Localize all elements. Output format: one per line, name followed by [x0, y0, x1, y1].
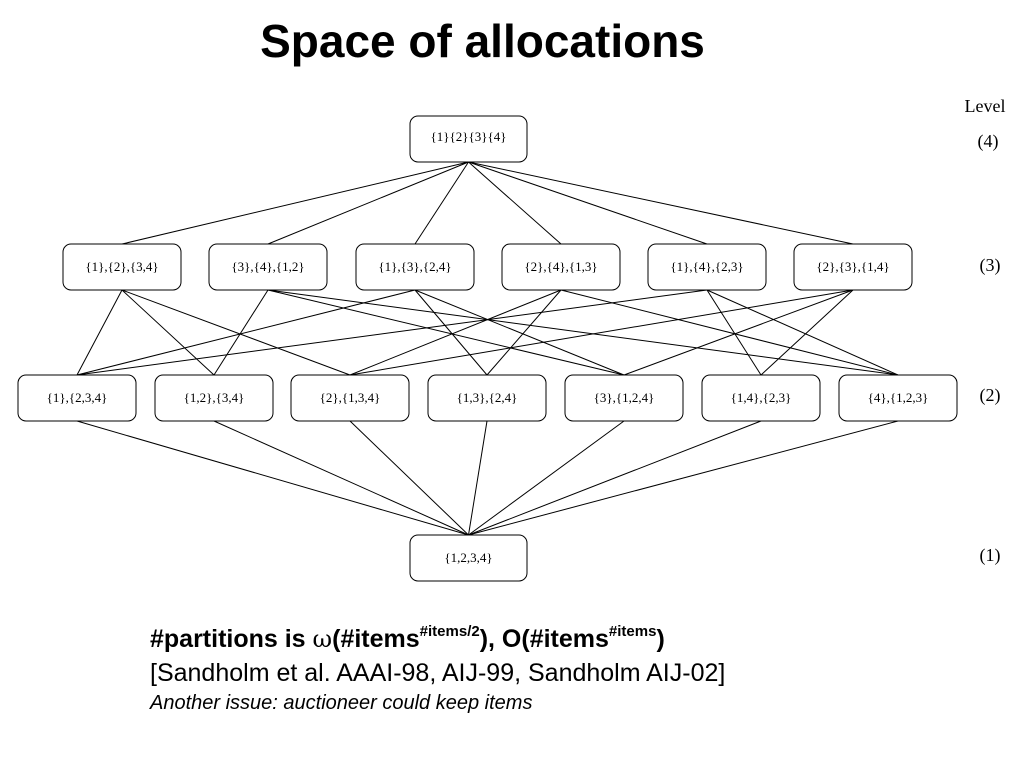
lattice-nodes: {1}{2}{3}{4} {1},{2},{3,4} {3},{4},{1,2} {1…: [17, 115, 958, 582]
partition-node-box: [647, 243, 767, 291]
lattice-edges: [76, 161, 899, 536]
partition-node: {3},{1,2,4}: [564, 374, 684, 422]
lattice-edge: [623, 289, 854, 376]
partition-node-box: [290, 374, 410, 422]
level-label-3: (3): [980, 255, 1001, 276]
caption-part-d: ): [656, 625, 665, 653]
lattice-edge: [349, 289, 854, 376]
lattice-edge: [486, 289, 562, 376]
partition-node-box: [427, 374, 547, 422]
caption-part-c: ), O(#items: [479, 625, 609, 653]
lattice-edge: [121, 161, 469, 245]
partition-node-box: [17, 374, 137, 422]
lattice-edge: [468, 161, 708, 245]
partition-node-box: [409, 115, 528, 163]
lattice-edge: [76, 420, 469, 536]
partition-node-label: {1},{2,3,4}: [47, 390, 108, 405]
lattice-edge: [468, 161, 854, 245]
partition-node-label: {4},{1,2,3}: [868, 390, 929, 405]
lattice-edge: [468, 161, 562, 245]
partition-node: {1,3},{2,4}: [427, 374, 547, 422]
lattice-edge: [121, 289, 215, 376]
lattice-edge: [414, 289, 488, 376]
caption-citation: [Sandholm et al. AAAI-98, AIJ-99, Sandho…: [150, 659, 726, 687]
lattice-edge: [468, 420, 488, 536]
partition-node: {1},{2,3,4}: [17, 374, 137, 422]
partition-node: {1,2,3,4}: [409, 534, 528, 582]
caption-note: Another issue: auctioneer could keep ite…: [150, 692, 533, 714]
lattice-edge: [76, 289, 123, 376]
lattice-edge: [76, 289, 708, 376]
caption-part-a: #partitions is: [150, 625, 313, 653]
partition-node-label: {1},{3},{2,4}: [378, 259, 451, 274]
level-label-4: (4): [978, 131, 999, 152]
partition-node-box: [154, 374, 274, 422]
partition-node: {1}{2}{3}{4}: [409, 115, 528, 163]
partition-node-label: {3},{1,2,4}: [594, 390, 655, 405]
caption-part-b: (#items: [332, 625, 420, 653]
partition-node-box: [62, 243, 182, 291]
partition-node-box: [501, 243, 621, 291]
partition-node-label: {1}{2}{3}{4}: [431, 129, 507, 144]
caption-sup-1: #items/2: [419, 623, 480, 640]
partition-node: {4},{1,2,3}: [838, 374, 958, 422]
partition-node-box: [564, 374, 684, 422]
partition-node: {2},{1,3,4}: [290, 374, 410, 422]
partition-node-label: {1,4},{2,3}: [731, 390, 792, 405]
caption: #partitions is ω(#items#items/2), O(#ite…: [150, 622, 1010, 716]
lattice-edge: [414, 161, 469, 245]
lattice-edge: [349, 420, 469, 536]
lattice-edge: [76, 289, 416, 376]
lattice-edge: [468, 420, 762, 536]
partition-node: {2},{4},{1,3}: [501, 243, 621, 291]
partition-node-box: [208, 243, 328, 291]
partition-node-label: {2},{1,3,4}: [320, 390, 381, 405]
partition-node-box: [701, 374, 821, 422]
lattice-edge: [706, 289, 762, 376]
lattice-edge: [349, 289, 562, 376]
partition-node-label: {1,2},{3,4}: [184, 390, 245, 405]
partition-lattice-diagram: {1}{2}{3}{4} {1},{2},{3,4} {3},{4},{1,2} {1…: [17, 96, 1006, 582]
slide-title: Space of allocations: [260, 15, 705, 67]
lattice-edge: [121, 289, 351, 376]
partition-node-label: {1},{4},{2,3}: [670, 259, 743, 274]
partition-node-box: [793, 243, 913, 291]
lattice-edge: [414, 289, 625, 376]
partition-node-label: {2},{3},{1,4}: [816, 259, 889, 274]
partition-node-label: {1,2,3,4}: [444, 550, 492, 565]
partition-node-label: {1,3},{2,4}: [457, 390, 518, 405]
lattice-edge: [267, 289, 899, 376]
partition-node: {1},{3},{2,4}: [355, 243, 475, 291]
caption-sup-2: #items: [608, 623, 657, 640]
partition-node-box: [409, 534, 528, 582]
level-label-1: (1): [980, 545, 1001, 566]
partition-node: {3},{4},{1,2}: [208, 243, 328, 291]
lattice-edge: [267, 289, 625, 376]
lattice-edge: [213, 420, 469, 536]
partition-node: {1,2},{3,4}: [154, 374, 274, 422]
partition-node-box: [838, 374, 958, 422]
partition-node: {2},{3},{1,4}: [793, 243, 913, 291]
partition-node-label: {3},{4},{1,2}: [231, 259, 304, 274]
lattice-edge: [706, 289, 899, 376]
lattice-edge: [267, 161, 469, 245]
partition-node-label: {2},{4},{1,3}: [524, 259, 597, 274]
partition-node-label: {1},{2},{3,4}: [85, 259, 158, 274]
omega-symbol: ω: [312, 625, 333, 653]
partition-node-box: [355, 243, 475, 291]
partition-node: {1},{2},{3,4}: [62, 243, 182, 291]
lattice-edge: [468, 420, 625, 536]
lattice-edge: [560, 289, 899, 376]
lattice-edge: [468, 420, 899, 536]
lattice-edge: [213, 289, 269, 376]
caption-partitions-line: #partitions is ω(#items#items/2), O(#ite…: [150, 622, 1010, 656]
level-header: Level: [965, 96, 1006, 116]
lattice-edge: [760, 289, 854, 376]
partition-node: {1,4},{2,3}: [701, 374, 821, 422]
level-label-2: (2): [980, 385, 1001, 406]
partition-node: {1},{4},{2,3}: [647, 243, 767, 291]
